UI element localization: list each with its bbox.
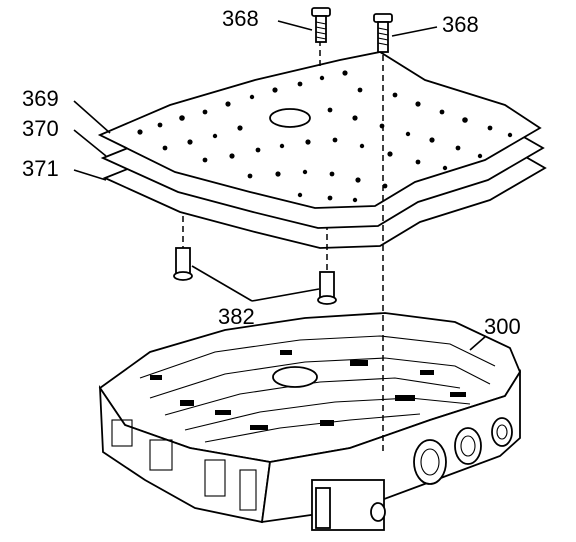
label-382: 382 bbox=[218, 304, 255, 329]
label-300: 300 bbox=[484, 314, 521, 339]
bolt-382-left bbox=[173, 247, 193, 281]
alignment-lines bbox=[182, 40, 384, 455]
bolt-368-right bbox=[373, 13, 393, 53]
bolt-382-right bbox=[317, 271, 337, 305]
label-370: 370 bbox=[22, 116, 59, 141]
bolt-368-left bbox=[311, 7, 331, 43]
label-368-right: 368 bbox=[442, 12, 479, 37]
label-368-left: 368 bbox=[222, 6, 259, 31]
valve-body bbox=[98, 312, 522, 531]
leader-lines bbox=[73, 20, 487, 351]
spacer-plate-369 bbox=[97, 51, 542, 209]
label-369: 369 bbox=[22, 86, 59, 111]
label-371: 371 bbox=[22, 156, 59, 181]
